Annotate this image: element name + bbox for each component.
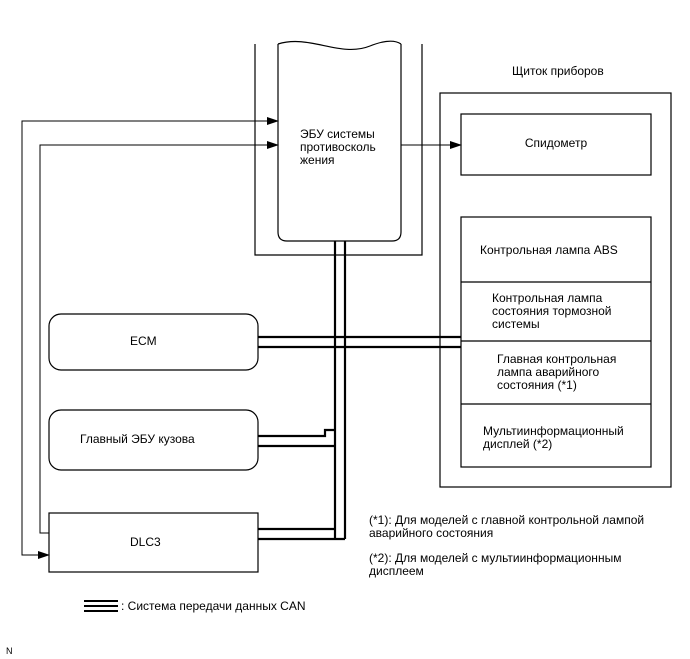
item-line: Контрольная лампа ABS [480, 243, 618, 257]
item-line: системы [492, 317, 540, 331]
dlc3-box [48, 512, 259, 573]
abs-ecu-label: ЭБУ системы противосколь жения [300, 128, 376, 167]
dlc3-label: DLC3 [130, 535, 161, 549]
brake-warning-lamp-label: Контрольная лампа состояния тормозной си… [492, 292, 612, 331]
item-line: Мультиинформационный [483, 424, 624, 438]
indicator-stack-box [460, 216, 652, 468]
main-body-ecu-box [48, 409, 259, 471]
footnote-2: (*2): Для моделей с мультиинформационным… [369, 552, 621, 578]
combination-meter-box [439, 92, 672, 488]
item-line: Контрольная лампа [492, 291, 603, 305]
abs-ecu-label-line: ЭБУ системы [300, 127, 375, 141]
abs-ecu-tear-line [277, 40, 402, 50]
item-line: состояния тормозной [492, 304, 612, 318]
main-body-ecu-label: Главный ЭБУ кузова [80, 432, 195, 446]
can-bus [258, 241, 461, 541]
ecm-box [48, 313, 259, 371]
footnote-1: (*1): Для моделей с главной контрольной … [369, 514, 644, 540]
abs-ecu-frame [254, 44, 423, 256]
item-line: дисплей (*2) [483, 437, 553, 451]
footnote-line: дисплеем [369, 564, 424, 578]
abs-ecu-label-line: противосколь [300, 140, 376, 154]
abs-warning-lamp-label: Контрольная лампа ABS [480, 244, 618, 257]
item-line: состояния (*1) [497, 378, 577, 392]
speedometer-label: Спидометр [524, 136, 588, 150]
master-warning-lamp-label: Главная контрольная лампа аварийного сос… [497, 353, 616, 392]
corner-mark: N [6, 646, 13, 656]
footnote-line: аварийного состояния [369, 526, 494, 540]
can-legend-symbol [84, 600, 118, 612]
combination-meter-title: Щиток приборов [512, 64, 604, 78]
item-line: Главная контрольная [497, 352, 617, 366]
signal-line-dlc3-2-to-abs-ecu [39, 141, 279, 534]
abs-ecu-box [277, 44, 402, 242]
footnote-line: (*2): Для моделей с мультиинформационным [369, 551, 622, 565]
ecm-label: ECM [130, 334, 157, 348]
multi-info-display-label: Мультиинформационный дисплей (*2) [483, 425, 624, 451]
abs-ecu-label-line: жения [300, 153, 335, 167]
can-legend-label: : Система передачи данных CAN [121, 599, 306, 613]
item-line: лампа аварийного [497, 365, 600, 379]
footnote-line: (*1): Для моделей с главной контрольной … [369, 513, 645, 527]
